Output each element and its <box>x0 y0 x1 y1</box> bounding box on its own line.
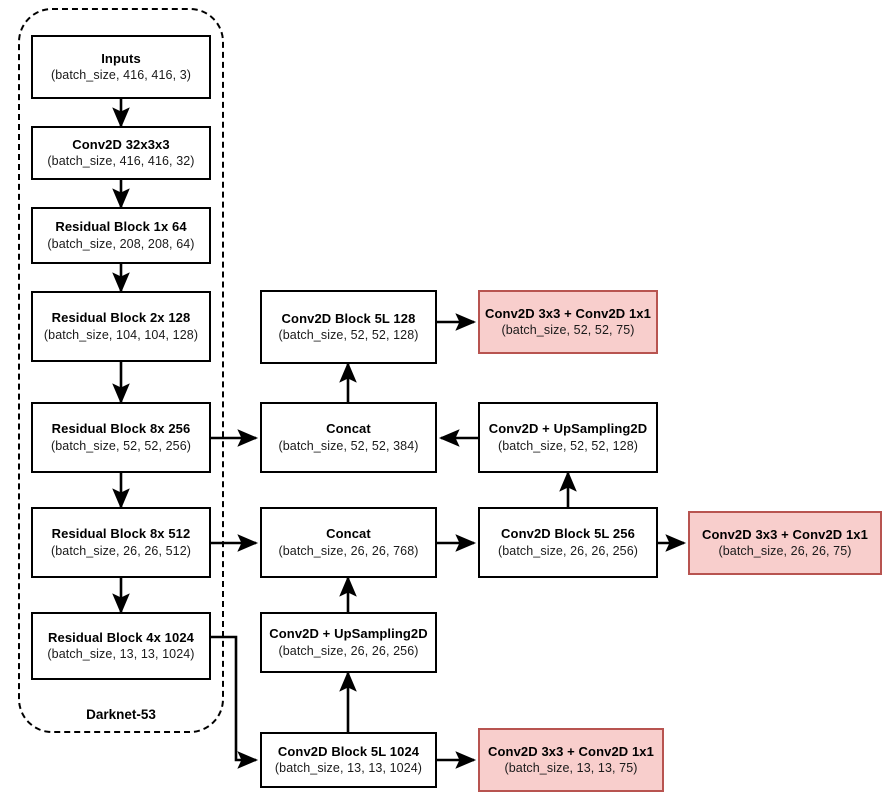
node-conv-block-5l-128-title: Conv2D Block 5L 128 <box>281 310 416 326</box>
node-residual-4x-1024[interactable]: Residual Block 4x 1024 (batch_size, 13, … <box>31 612 211 680</box>
node-head-52-shape: (batch_size, 52, 52, 75) <box>501 323 635 338</box>
node-upsample-26-title: Conv2D + UpSampling2D <box>269 626 428 642</box>
node-conv-block-5l-1024[interactable]: Conv2D Block 5L 1024 (batch_size, 13, 13… <box>260 732 437 788</box>
node-head-26-shape: (batch_size, 26, 26, 75) <box>718 544 852 559</box>
node-head-13[interactable]: Conv2D 3x3 + Conv2D 1x1 (batch_size, 13,… <box>478 728 664 792</box>
darknet53-group <box>18 8 224 733</box>
node-residual-1x-64-shape: (batch_size, 208, 208, 64) <box>47 236 195 251</box>
node-conv2d-32[interactable]: Conv2D 32x3x3 (batch_size, 416, 416, 32) <box>31 126 211 180</box>
node-residual-8x-512-shape: (batch_size, 26, 26, 512) <box>50 543 192 558</box>
node-conv-block-5l-256-shape: (batch_size, 26, 26, 256) <box>497 543 639 558</box>
node-upsample-26-shape: (batch_size, 26, 26, 256) <box>278 643 419 658</box>
node-residual-1x-64-title: Residual Block 1x 64 <box>55 219 187 235</box>
node-conv-block-5l-1024-shape: (batch_size, 13, 13, 1024) <box>274 761 423 776</box>
node-conv-block-5l-128[interactable]: Conv2D Block 5L 128 (batch_size, 52, 52,… <box>260 290 437 364</box>
node-upsample-26[interactable]: Conv2D + UpSampling2D (batch_size, 26, 2… <box>260 612 437 673</box>
node-residual-8x-256-shape: (batch_size, 52, 52, 256) <box>50 438 192 453</box>
node-residual-8x-512[interactable]: Residual Block 8x 512 (batch_size, 26, 2… <box>31 507 211 578</box>
node-head-26-title: Conv2D 3x3 + Conv2D 1x1 <box>702 526 868 542</box>
node-residual-2x-128-title: Residual Block 2x 128 <box>51 310 191 326</box>
node-upsample-52[interactable]: Conv2D + UpSampling2D (batch_size, 52, 5… <box>478 402 658 473</box>
node-residual-4x-1024-shape: (batch_size, 13, 13, 1024) <box>47 647 195 662</box>
node-upsample-52-title: Conv2D + UpSampling2D <box>488 421 648 437</box>
node-residual-8x-512-title: Residual Block 8x 512 <box>51 526 191 542</box>
node-residual-1x-64[interactable]: Residual Block 1x 64 (batch_size, 208, 2… <box>31 207 211 264</box>
node-upsample-52-shape: (batch_size, 52, 52, 128) <box>497 438 639 453</box>
node-concat-52-shape: (batch_size, 52, 52, 384) <box>278 438 419 453</box>
node-residual-2x-128[interactable]: Residual Block 2x 128 (batch_size, 104, … <box>31 291 211 362</box>
node-inputs-shape: (batch_size, 416, 416, 3) <box>50 68 192 83</box>
node-conv-block-5l-128-shape: (batch_size, 52, 52, 128) <box>278 328 419 343</box>
node-conv2d-32-title: Conv2D 32x3x3 <box>72 136 170 152</box>
node-conv2d-32-shape: (batch_size, 416, 416, 32) <box>47 154 195 169</box>
node-inputs[interactable]: Inputs (batch_size, 416, 416, 3) <box>31 35 211 99</box>
node-concat-52-title: Concat <box>326 421 371 437</box>
node-residual-8x-256[interactable]: Residual Block 8x 256 (batch_size, 52, 5… <box>31 402 211 473</box>
node-residual-8x-256-title: Residual Block 8x 256 <box>51 421 191 437</box>
node-concat-26-title: Concat <box>326 526 371 542</box>
node-head-13-title: Conv2D 3x3 + Conv2D 1x1 <box>488 743 654 759</box>
node-concat-26-shape: (batch_size, 26, 26, 768) <box>278 543 419 558</box>
node-concat-26[interactable]: Concat (batch_size, 26, 26, 768) <box>260 507 437 578</box>
darknet53-group-label: Darknet-53 <box>86 707 156 722</box>
node-concat-52[interactable]: Concat (batch_size, 52, 52, 384) <box>260 402 437 473</box>
node-inputs-title: Inputs <box>101 50 141 66</box>
node-head-52-title: Conv2D 3x3 + Conv2D 1x1 <box>485 305 651 321</box>
node-conv-block-5l-1024-title: Conv2D Block 5L 1024 <box>277 743 420 759</box>
node-conv-block-5l-256-title: Conv2D Block 5L 256 <box>501 526 635 542</box>
node-head-26[interactable]: Conv2D 3x3 + Conv2D 1x1 (batch_size, 26,… <box>688 511 882 575</box>
node-head-13-shape: (batch_size, 13, 13, 75) <box>504 761 638 776</box>
node-conv-block-5l-256[interactable]: Conv2D Block 5L 256 (batch_size, 26, 26,… <box>478 507 658 578</box>
node-residual-2x-128-shape: (batch_size, 104, 104, 128) <box>43 327 199 342</box>
node-residual-4x-1024-title: Residual Block 4x 1024 <box>48 629 194 645</box>
node-head-52[interactable]: Conv2D 3x3 + Conv2D 1x1 (batch_size, 52,… <box>478 290 658 354</box>
